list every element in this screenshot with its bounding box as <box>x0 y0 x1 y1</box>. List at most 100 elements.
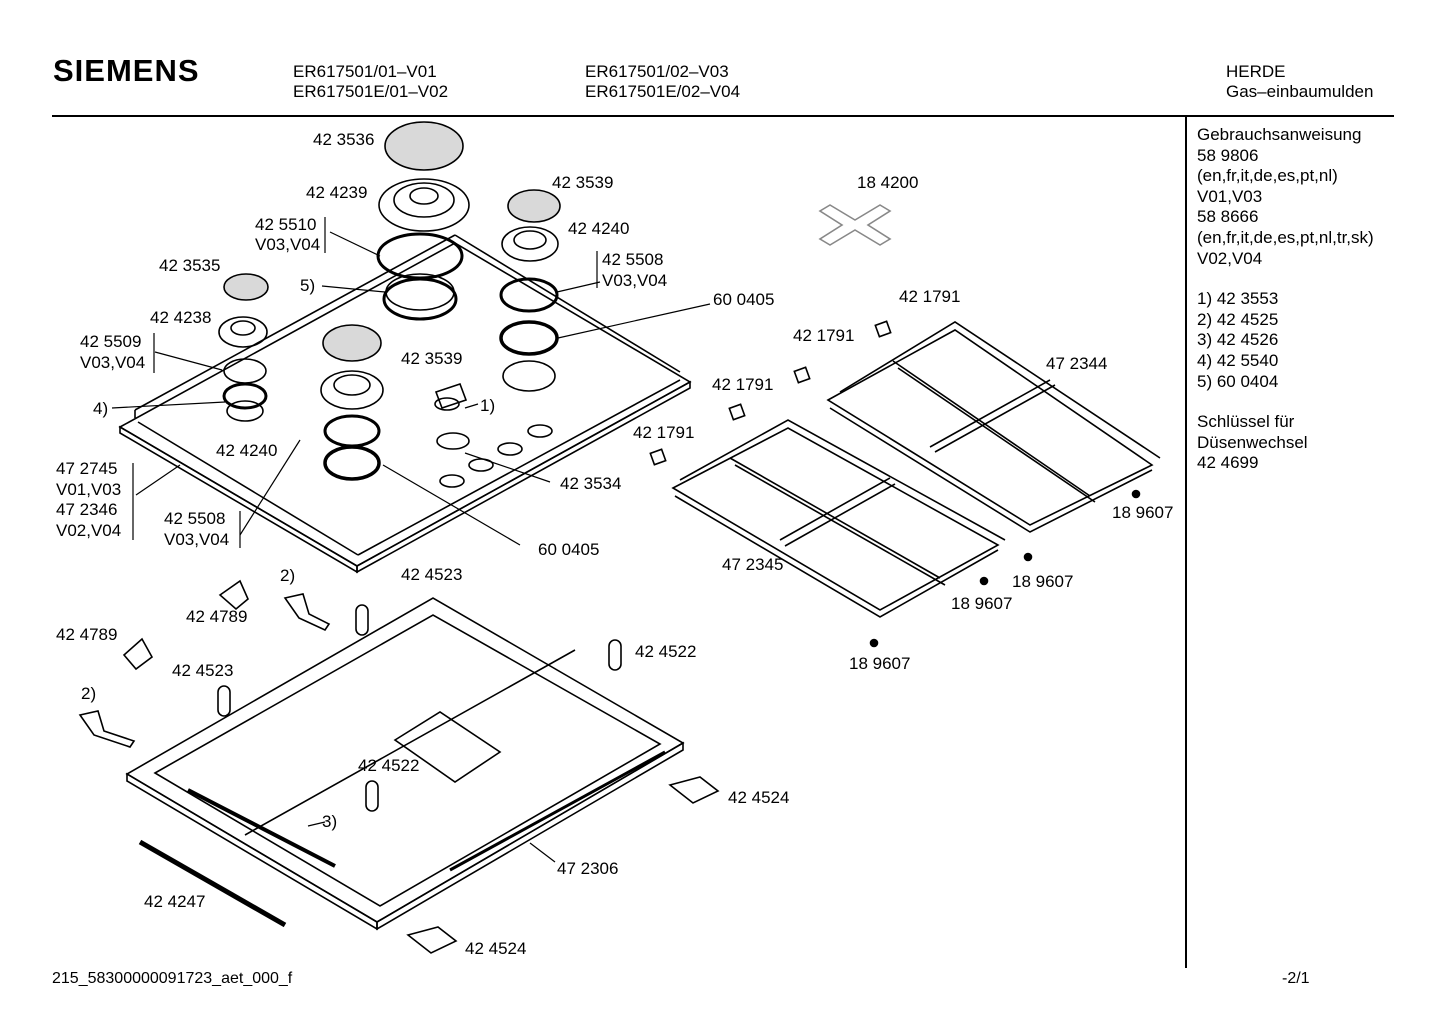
part-label: 42 3539 <box>552 173 614 192</box>
part-label: 42 4524 <box>728 788 790 807</box>
manual-line: 58 8666 <box>1197 207 1259 227</box>
part-label: 42 5508 <box>602 250 664 269</box>
model-number: ER617501/02–V03 <box>585 62 729 81</box>
part-label: 42 4240 <box>568 219 630 238</box>
leader-lines <box>111 231 711 863</box>
footnote: 4) 42 5540 <box>1197 350 1279 370</box>
part-label: 42 4522 <box>358 756 420 775</box>
feet-189607 <box>869 489 1141 648</box>
model-list-1: ER617501/01–V01 ER617501E/01–V02 <box>293 62 448 102</box>
document-id: 215_58300000091723_aet_000_f <box>52 970 293 987</box>
footnote-ref: 4) <box>93 399 109 418</box>
part-label: 42 1791 <box>712 375 774 394</box>
hob-top-plate <box>118 234 692 574</box>
bracket-a <box>283 593 331 632</box>
model-number: ER617501E/02–V04 <box>585 82 741 101</box>
sidebar-notes: Gebrauchsanweisung 58 9806 (en,fr,it,de,… <box>1197 125 1374 474</box>
clip-424789-a <box>218 579 249 611</box>
left-burner-stack <box>218 273 269 422</box>
pan-support-rear <box>826 321 1161 533</box>
part-label: 42 3536 <box>313 130 375 149</box>
right-burner-stack <box>499 189 561 392</box>
key-note: Schlüssel für <box>1197 412 1295 432</box>
part-label: 42 3539 <box>401 349 463 368</box>
category-line: Gas–einbaumulden <box>1226 82 1374 101</box>
manual-line: 58 9806 <box>1197 145 1259 165</box>
large-burner-stack <box>376 121 470 321</box>
manual-line: (en,fr,it,de,es,pt,nl,tr,sk) <box>1197 227 1374 247</box>
part-label: 42 4789 <box>56 625 118 644</box>
part-label: 42 1791 <box>633 423 695 442</box>
part-label: 18 4200 <box>857 173 919 192</box>
footnote-ref: 1) <box>480 396 496 415</box>
part-label: 42 4247 <box>144 892 206 911</box>
clip-424789-b <box>122 637 154 671</box>
part-label: 47 2306 <box>557 859 619 878</box>
gasket-strip <box>138 839 287 928</box>
variant-label: V03,V04 <box>80 353 146 372</box>
manual-line: (en,fr,it,de,es,pt,nl) <box>1197 166 1338 186</box>
footnote: 2) 42 4525 <box>1197 309 1279 329</box>
part-label: 42 4523 <box>172 661 234 680</box>
part-label: 42 4523 <box>401 565 463 584</box>
part-label: 42 4524 <box>465 939 527 958</box>
cross-clip <box>818 204 892 246</box>
part-label: 42 4522 <box>635 642 697 661</box>
footnote: 5) 60 0404 <box>1197 371 1279 391</box>
part-label: 47 2344 <box>1046 354 1108 373</box>
part-label: 42 3535 <box>159 256 221 275</box>
variant-label: V02,V04 <box>56 521 122 540</box>
brand-logo: SIEMENS <box>53 53 200 88</box>
part-label: 42 5510 <box>255 215 317 234</box>
part-label: 42 1791 <box>793 326 855 345</box>
foot-424524-a <box>668 776 720 804</box>
key-note: Düsenwechsel <box>1197 432 1308 452</box>
variant-label: V03,V04 <box>602 271 668 290</box>
pan-support-front <box>671 419 1006 618</box>
part-label: 42 4239 <box>306 183 368 202</box>
model-list-2: ER617501/02–V03 ER617501E/02–V04 <box>585 62 740 102</box>
part-label: 42 3534 <box>560 474 622 493</box>
knob <box>434 382 468 411</box>
plate-holes <box>439 424 553 488</box>
model-number: ER617501/01–V01 <box>293 62 437 81</box>
part-label: 47 2345 <box>722 555 784 574</box>
part-label: 18 9607 <box>951 594 1013 613</box>
variant-label: V03,V04 <box>255 235 321 254</box>
part-label: 47 2346 <box>56 500 118 519</box>
bottom-tray <box>125 597 685 931</box>
clips-421791 <box>649 320 892 466</box>
part-label: 18 9607 <box>1012 572 1074 591</box>
category-line: HERDE <box>1226 62 1286 81</box>
part-label: 42 4238 <box>150 308 212 327</box>
manual-line: V02,V04 <box>1197 248 1263 268</box>
variant-label: V03,V04 <box>164 530 230 549</box>
key-note: 42 4699 <box>1197 453 1259 473</box>
manual-line: Gebrauchsanweisung <box>1197 125 1362 144</box>
footnote-ref: 5) <box>300 276 316 295</box>
footnote: 1) 42 3553 <box>1197 289 1279 309</box>
variant-label: V01,V03 <box>56 480 122 499</box>
footnote-ref: 2) <box>81 684 97 703</box>
part-label: 60 0405 <box>713 290 775 309</box>
spark-plug <box>436 432 470 450</box>
part-label: 42 1791 <box>899 287 961 306</box>
part-label: 42 4789 <box>186 607 248 626</box>
part-label: 47 2745 <box>56 459 118 478</box>
part-label: 42 4240 <box>216 441 278 460</box>
page-number: -2/1 <box>1282 970 1310 987</box>
tray-screws <box>217 604 622 812</box>
front-burner-stack <box>320 324 384 481</box>
part-label: 42 5509 <box>80 332 142 351</box>
bracket-b <box>78 710 136 748</box>
part-label: 42 5508 <box>164 509 226 528</box>
footnote: 3) 42 4526 <box>1197 330 1279 350</box>
bracket-bars <box>132 217 598 548</box>
manual-line: V01,V03 <box>1197 186 1263 206</box>
product-category: HERDE Gas–einbaumulden <box>1226 62 1373 102</box>
footnote-ref: 3) <box>322 812 338 831</box>
foot-424524-b <box>406 926 458 954</box>
part-label: 18 9607 <box>849 654 911 673</box>
model-number: ER617501E/01–V02 <box>293 82 449 101</box>
